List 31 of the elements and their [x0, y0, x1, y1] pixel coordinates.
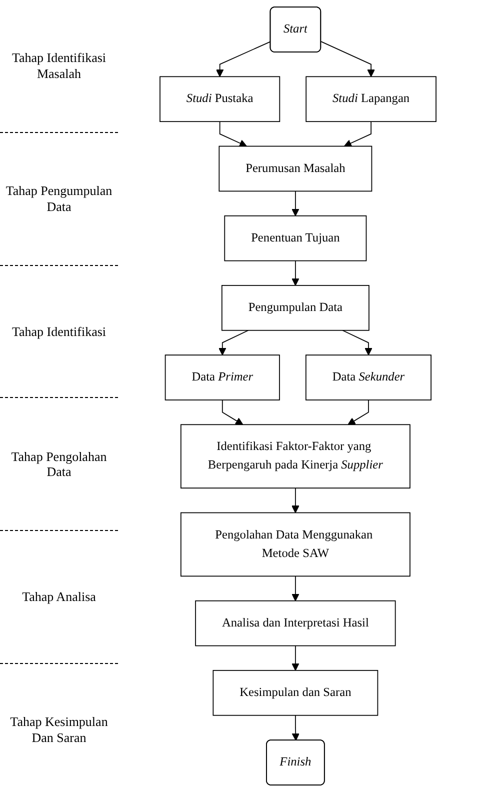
- node-box: Identifikasi Faktor-Faktor yang Berpengaruh pada Kinerja Supplier: [180, 424, 410, 488]
- arrow: [292, 576, 300, 602]
- node-box: Pengolahan Data Menggunakan Metode SAW: [180, 512, 410, 577]
- node-box: Pengumpulan Data: [221, 285, 370, 331]
- phase-label: Tahap Pengolahan Data: [10, 448, 108, 480]
- phase-label: Tahap Kesimpulan Dan Saran: [9, 714, 109, 746]
- arrow: [292, 190, 300, 216]
- node-box: Data Primer: [164, 354, 280, 400]
- phase-label: Tahap Identifikasi: [12, 324, 106, 340]
- arrow: [348, 400, 369, 425]
- node-box: Kesimpulan dan Saran: [212, 670, 378, 716]
- node-box: Analisa dan Interpretasi Hasil: [195, 600, 396, 646]
- arrow: [342, 330, 372, 356]
- arrow: [218, 330, 249, 356]
- arrow: [344, 121, 372, 147]
- phase-label: Tahap Analisa: [22, 589, 96, 606]
- node-box: Perumusan Masalah: [218, 146, 372, 192]
- arrow: [292, 488, 300, 514]
- node-box: Studi Lapangan: [306, 76, 436, 122]
- node-box: Studi Pustaka: [160, 76, 280, 122]
- arrow: [222, 400, 244, 425]
- node-box: Penentuan Tujuan: [224, 215, 367, 262]
- arrow: [219, 121, 247, 147]
- node-box: Data Sekunder: [305, 354, 432, 400]
- arrow: [292, 260, 300, 286]
- phase-label: Tahap Pengumpulan Data: [4, 183, 114, 214]
- phase-label: Tahap Identifikasi Masalah: [10, 50, 108, 82]
- arrow: [292, 714, 300, 741]
- arrow: [320, 41, 375, 77]
- arrow: [216, 41, 272, 77]
- arrow: [292, 645, 300, 671]
